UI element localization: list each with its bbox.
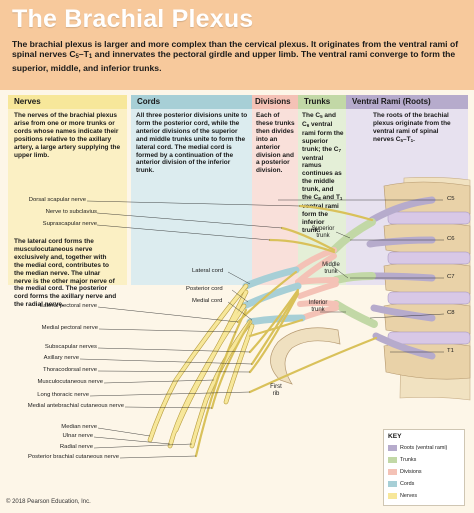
key-label-divisions: Divisions — [400, 469, 422, 475]
label-medial-antebrachial-cutaneous-nerve: Medial antebrachial cutaneous nerve — [27, 403, 124, 409]
label-lateral-cord: Lateral cord — [192, 268, 224, 274]
vertebral-column — [383, 177, 471, 401]
key-swatch-nerves — [388, 493, 397, 499]
page-title: The Brachial Plexus — [12, 5, 254, 33]
label-axillary-nerve: Axillary nerve — [43, 355, 79, 361]
label-thoracodorsal-nerve: Thoracodorsal nerve — [42, 367, 97, 373]
label-median-nerve: Median nerve — [61, 424, 97, 430]
label-subscapular-nerves: Subscapular nerves — [44, 344, 97, 350]
key-swatch-cords — [388, 481, 397, 487]
key-label-roots: Roots (ventral rami) — [400, 445, 448, 451]
label-nerve-to-subclavius: Nerve to subclavius — [45, 209, 97, 215]
divisions-column-band — [252, 95, 298, 285]
tab-cords: Cords — [131, 95, 252, 109]
roots — [366, 196, 436, 360]
nerves-column-band — [8, 95, 127, 285]
label-suprascapular-nerve: Suprascapular nerve — [42, 221, 97, 227]
lateral-cord-note: The lateral cord forms the musculocutane… — [14, 238, 117, 309]
key-swatch-divisions — [388, 469, 397, 475]
divisions-description: Each of these trunks then divides into a… — [256, 112, 295, 175]
leader-lines — [79, 199, 445, 459]
nerves-description: The nerves of the brachial plexus arise … — [14, 112, 121, 159]
nerves — [147, 204, 378, 458]
label-radial-nerve: Radial nerve — [59, 444, 93, 450]
trunks-description: The C5 and C6 ventral rami form the supe… — [302, 112, 344, 234]
label-posterior-brachial-cutaneous-nerve: Posterior brachial cutaneous nerve — [27, 454, 119, 460]
label-posterior-cord: Posterior cord — [186, 286, 223, 292]
tab-divisions: Divisions — [252, 95, 298, 109]
title-band — [0, 0, 474, 90]
label-medial-cord: Medial cord — [192, 298, 223, 304]
color-key: KEY Roots (ventral rami) Trunks Division… — [383, 429, 465, 506]
label-c8: C8 — [447, 310, 455, 316]
label-long-thoracic-nerve: Long thoracic nerve — [37, 392, 89, 398]
label-t1: T1 — [447, 348, 454, 354]
key-label-nerves: Nerves — [400, 493, 418, 499]
key-swatch-roots — [388, 445, 397, 451]
cords-description: All three posterior divisions unite to f… — [136, 112, 248, 175]
label-ulnar-nerve: Ulnar nerve — [62, 433, 93, 439]
first-rib — [270, 327, 341, 385]
label-lateral-pectoral-nerve: Lateral pectoral nerve — [40, 303, 97, 309]
roots-description: The roots of the brachial plexus origina… — [373, 112, 451, 143]
tab-roots: Ventral Rami (Roots) — [346, 95, 468, 109]
intro-text: The brachial plexus is larger and more c… — [12, 39, 459, 73]
cords-column-band — [131, 95, 252, 285]
label-c6: C6 — [447, 236, 455, 242]
key-title: KEY — [388, 433, 402, 440]
label-medial-pectoral-nerve: Medial pectoral nerve — [41, 325, 98, 331]
label-dorsal-scapular-nerve: Dorsal scapular nerve — [28, 197, 86, 203]
label-c5: C5 — [447, 196, 455, 202]
key-swatch-trunks — [388, 457, 397, 463]
label-musculocutaneous-nerve: Musculocutaneous nerve — [37, 379, 104, 385]
tab-trunks: Trunks — [298, 95, 346, 109]
tab-nerves: Nerves — [8, 95, 127, 109]
key-label-cords: Cords — [400, 481, 415, 487]
label-c7: C7 — [447, 274, 455, 280]
copyright-notice: © 2018 Pearson Education, Inc. — [6, 499, 91, 505]
key-label-trunks: Trunks — [400, 457, 417, 463]
cords — [240, 266, 306, 326]
